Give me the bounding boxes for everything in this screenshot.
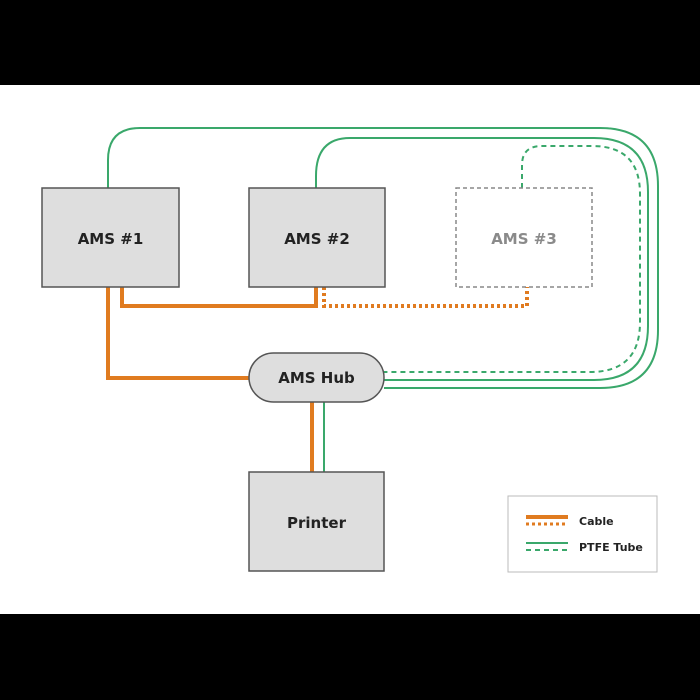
ams3-label: AMS #3: [491, 230, 557, 248]
printer-label: Printer: [287, 514, 347, 532]
cable-ams2-ams3: [322, 287, 529, 308]
printer-box: Printer: [248, 471, 385, 572]
letterbox-bottom: [0, 614, 700, 700]
letterbox-top: [0, 0, 700, 85]
legend-ptfe-label: PTFE Tube: [579, 541, 643, 554]
ams1-box: AMS #1: [41, 187, 180, 288]
legend-cable-label: Cable: [579, 515, 614, 528]
cable-ams1-ams2: [120, 287, 318, 308]
hub-label: AMS Hub: [278, 369, 355, 387]
ptfe-tube-ams3: [384, 145, 641, 373]
ptfe-tube-ams2: [315, 137, 649, 381]
ams1-label: AMS #1: [78, 230, 144, 248]
ams3-box: AMS #3: [455, 187, 593, 288]
cable-ams1-hub: [106, 287, 250, 380]
ams-hub: AMS Hub: [248, 352, 385, 403]
ptfe-tube-ams1: [107, 127, 659, 389]
ams2-box: AMS #2: [248, 187, 386, 288]
ams2-label: AMS #2: [284, 230, 350, 248]
legend: Cable PTFE Tube: [507, 495, 658, 573]
